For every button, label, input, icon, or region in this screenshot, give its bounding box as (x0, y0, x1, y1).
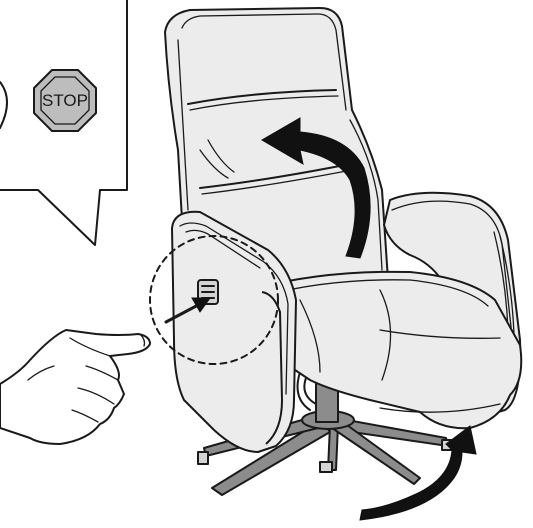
stop-sign-label: STOP (42, 91, 88, 110)
pressing-hand-icon (0, 330, 150, 444)
stop-sign-icon: STOP (34, 70, 96, 131)
power-button-icon (0, 82, 7, 128)
